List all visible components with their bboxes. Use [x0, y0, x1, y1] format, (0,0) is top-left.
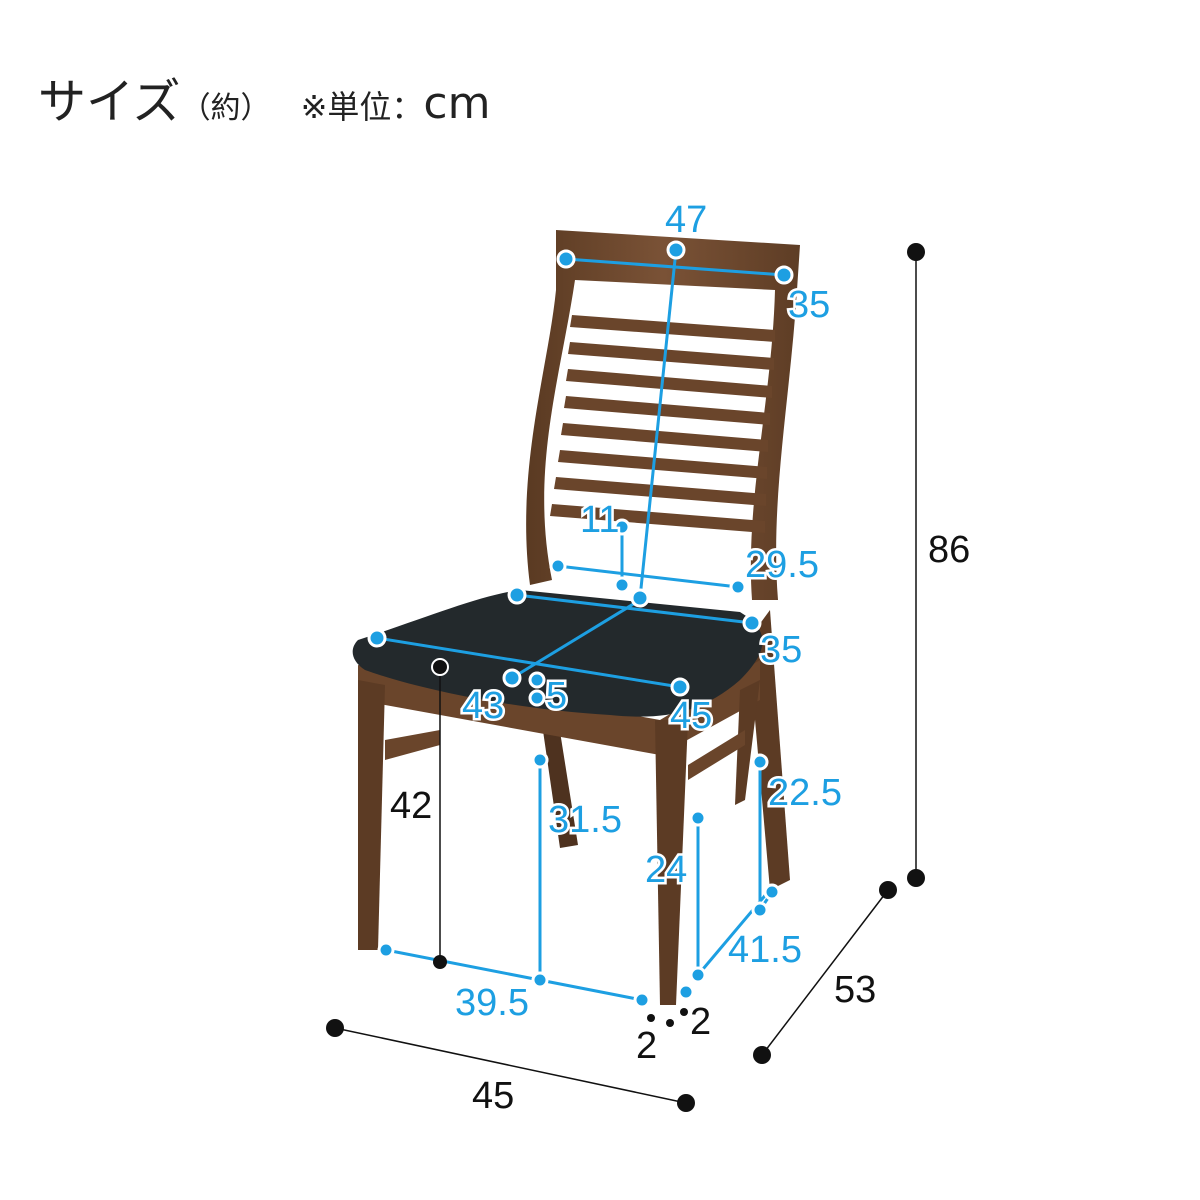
- dim-seat-thickness: 5: [546, 675, 567, 717]
- dim-back-lower-width: 29.5: [745, 544, 819, 586]
- dim-seat-depth-back: 35: [760, 629, 802, 671]
- dim-leg-depth: 2: [690, 1001, 711, 1043]
- dim-lumbar-height: 11: [580, 499, 619, 541]
- unit-note: ※単位：: [300, 88, 424, 126]
- title-text: サイズ: [38, 74, 181, 130]
- chair-illustration: [352, 230, 800, 1005]
- dim-total-depth: 53: [834, 969, 876, 1011]
- dim-seat-height: 42: [390, 785, 432, 827]
- unit-text: cm: [423, 78, 491, 129]
- dim-total-width: 45: [472, 1075, 514, 1117]
- dim-inner-depth: 41.5: [728, 929, 802, 971]
- size-heading: サイズ（約） ※単位：cm: [38, 62, 490, 132]
- dim-front-rail-height: 24: [645, 849, 687, 891]
- dim-seat-width: 45: [670, 695, 712, 737]
- dim-total-height: 86: [928, 529, 970, 571]
- dim-side-rail-height: 22.5: [768, 772, 842, 814]
- dim-seat-depth: 43: [462, 685, 504, 727]
- outer-dimension-lines: [334, 252, 917, 1104]
- dim-inner-width: 39.5: [455, 982, 529, 1024]
- approx-text: （約）: [180, 91, 271, 126]
- dim-back-top-width: 47: [665, 199, 707, 241]
- back-slats: [550, 315, 775, 533]
- dim-back-depth: 35: [788, 284, 830, 326]
- outer-dimension-points: [326, 243, 925, 1112]
- dim-leg-width: 2: [636, 1025, 657, 1067]
- dimension-points: [367, 240, 794, 1009]
- dim-front-clearance: 31.5: [548, 799, 622, 841]
